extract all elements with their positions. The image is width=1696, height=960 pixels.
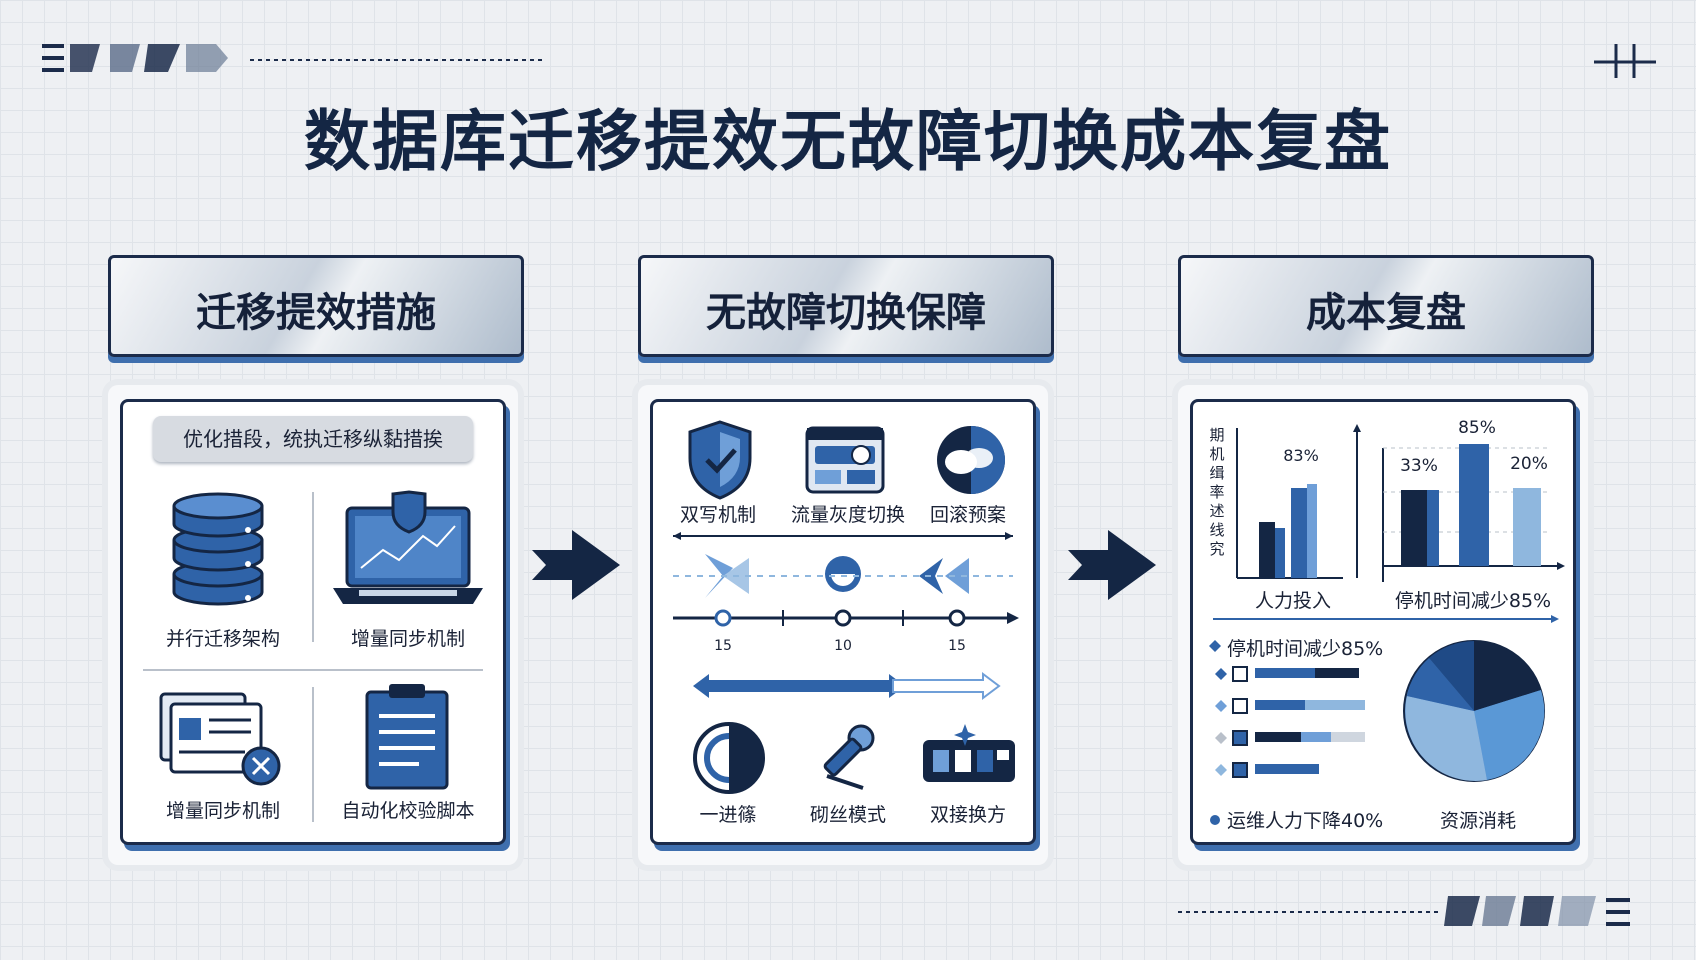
panel-header-migration: 迁移提效措施 — [108, 255, 524, 357]
panel-cost: 期机缉率述线究 83% 人力投入 33% 85% 20% 停机时间减少85% — [1178, 385, 1588, 865]
panel-cost-inner: 期机缉率述线究 83% 人力投入 33% 85% 20% 停机时间减少85% — [1190, 399, 1576, 845]
legend-heading: 停机时间减少85% — [1227, 638, 1384, 660]
top-left-decoration — [42, 44, 545, 72]
panel-heading: 成本复盘 — [1306, 290, 1466, 336]
timeline-tick: 10 — [834, 638, 852, 654]
laptop-shield-icon — [333, 490, 483, 604]
top-right-decoration — [1594, 44, 1656, 78]
item-label: 并行迁移架构 — [165, 628, 280, 650]
half-circle-icon — [693, 722, 765, 794]
panel-migration-inner: 优化措段，统执迁移纵黏措挨 并行迁移架构 增量同步机制 — [120, 399, 506, 845]
bar-value-label: 20% — [1510, 454, 1548, 474]
bar-value-label: 33% — [1400, 456, 1438, 476]
item-label: 增量同步机制 — [165, 800, 280, 822]
item-label: 一进篠 — [699, 804, 757, 826]
panel-switchover: 双写机制 流量灰度切换 回滚预案 — [638, 385, 1048, 865]
divider-lines — [143, 492, 483, 822]
pie-chart — [1403, 640, 1545, 782]
rollback-icon — [937, 426, 1005, 494]
left-chart-caption: 人力投入 — [1254, 590, 1331, 612]
arrow-right-icon — [1068, 530, 1156, 600]
panel-migration: 优化措段，统执迁移纵黏措挨 并行迁移架构 增量同步机制 — [108, 385, 518, 865]
item-label: 双接换方 — [929, 804, 1006, 826]
switch-panel-icon — [923, 724, 1015, 782]
item-label: 流量灰度切换 — [790, 504, 905, 526]
left-bar-chart — [1236, 424, 1565, 582]
item-label: 增量同步机制 — [350, 628, 465, 650]
item-label: 砌丝模式 — [809, 804, 886, 826]
panel-subtitle: 优化措段，统执迁移纵黏措挨 — [153, 416, 473, 462]
legend-bullet-icon — [1209, 640, 1221, 652]
wrench-tool-icon — [823, 724, 875, 790]
pie-caption: 资源消耗 — [1439, 810, 1516, 832]
timeline-tick: 15 — [948, 638, 966, 654]
right-chart-caption: 停机时间减少85% — [1394, 590, 1552, 612]
panel-header-switchover: 无故障切换保障 — [638, 255, 1054, 357]
database-icon — [172, 492, 264, 606]
progress-arrow-graphic — [693, 672, 1001, 700]
panel-heading: 迁移提效措施 — [196, 290, 436, 336]
legend-bars — [1215, 666, 1365, 778]
panel-heading: 无故障切换保障 — [706, 290, 986, 336]
bottom-right-decoration — [1178, 896, 1630, 926]
timeline-tick: 15 — [714, 638, 732, 654]
bar-value-label: 85% — [1458, 418, 1496, 438]
panel-switchover-inner: 双写机制 流量灰度切换 回滚预案 — [650, 399, 1036, 845]
legend-footer: 运维人力下降40% — [1227, 810, 1384, 832]
timeline-graphic — [673, 532, 1019, 627]
shield-check-icon — [688, 420, 752, 500]
left-chart-vertical-label: 期机缉率述线究 — [1209, 426, 1225, 558]
page-title: 数据库迁移提效无故障切换成本复盘 — [304, 103, 1392, 180]
item-label: 自动化校验脚本 — [341, 800, 475, 822]
legend-bullet-icon — [1210, 815, 1220, 825]
item-label: 双写机制 — [679, 504, 756, 526]
panel-header-cost: 成本复盘 — [1178, 255, 1594, 357]
left-chart-value-label: 83% — [1283, 446, 1319, 465]
section-divider-arrow — [1213, 615, 1559, 623]
script-document-icon — [365, 684, 449, 790]
traffic-dashboard-icon — [805, 426, 885, 494]
item-label: 回滚预案 — [929, 504, 1006, 526]
documents-tool-icon — [159, 692, 281, 786]
arrow-right-icon — [532, 530, 620, 600]
